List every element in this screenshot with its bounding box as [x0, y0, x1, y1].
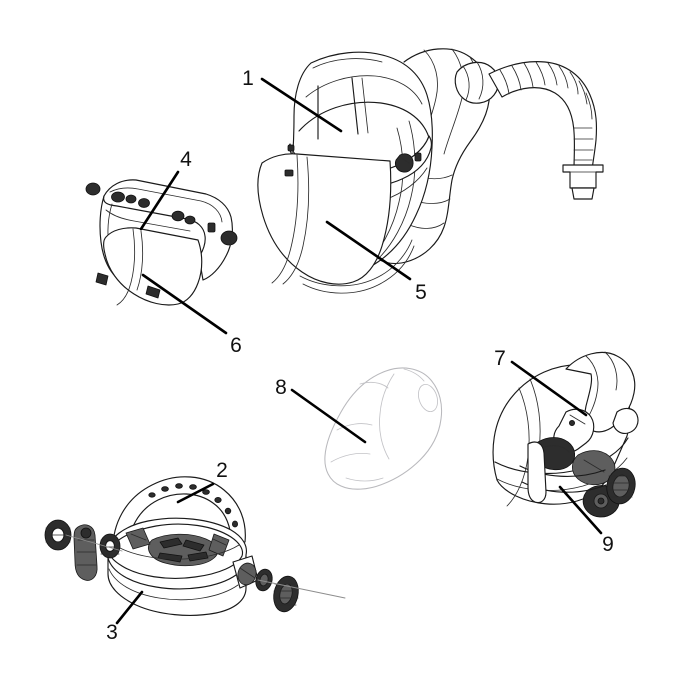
rear-headband	[519, 441, 607, 504]
leader-line-5	[325, 220, 412, 281]
crown-strap	[112, 476, 246, 564]
callout-7: 7	[494, 347, 588, 417]
head-cover-ghost	[324, 367, 443, 490]
callout-5: 5	[325, 220, 427, 304]
left-hardware-cluster	[44, 519, 123, 581]
callout-1: 1	[242, 67, 343, 133]
leader-line-2	[176, 482, 215, 504]
hose-collar	[454, 61, 500, 104]
suspension-assembly-group	[492, 351, 639, 518]
faceshield-assembly-group	[85, 179, 238, 306]
leader-line-8	[290, 388, 367, 444]
suspension-bracket	[532, 408, 636, 518]
callout-label-6: 6	[230, 334, 242, 357]
callout-label-9: 9	[602, 533, 614, 556]
callout-label-8: 8	[275, 376, 287, 399]
faceshield-frame	[85, 179, 238, 281]
inner-lens	[95, 227, 203, 306]
leader-line-1	[260, 77, 343, 133]
leader-line-4	[139, 170, 180, 231]
adjustment-knob-rear	[606, 467, 636, 505]
callout-label-4: 4	[180, 148, 192, 171]
leader-line-7	[510, 360, 588, 417]
helmet-chin-skirt	[299, 239, 415, 294]
headband-assembly-group	[44, 476, 346, 616]
callout-9: 9	[558, 485, 614, 556]
headband-adjust-knob	[273, 575, 299, 613]
callout-label-2: 2	[216, 459, 228, 482]
visor-lens	[257, 153, 392, 285]
leader-line-6	[141, 273, 228, 335]
callout-4: 4	[139, 148, 192, 231]
callout-2: 2	[176, 459, 228, 504]
helmet-assembly-group	[257, 48, 604, 294]
leader-line-9	[558, 485, 603, 535]
callout-label-3: 3	[106, 621, 118, 644]
callout-3: 3	[106, 590, 144, 644]
headband-ring	[107, 517, 247, 616]
callout-6: 6	[141, 273, 242, 357]
callout-label-1: 1	[242, 67, 254, 90]
callouts-group: 1 2 3 4 5	[106, 67, 614, 644]
leader-line-3	[115, 590, 144, 625]
air-hose	[488, 61, 604, 200]
callout-label-7: 7	[494, 347, 506, 370]
callout-8: 8	[275, 376, 367, 444]
ratchet-knob-cluster	[232, 555, 346, 613]
suspension-hood	[565, 351, 639, 435]
callout-label-5: 5	[415, 281, 427, 304]
